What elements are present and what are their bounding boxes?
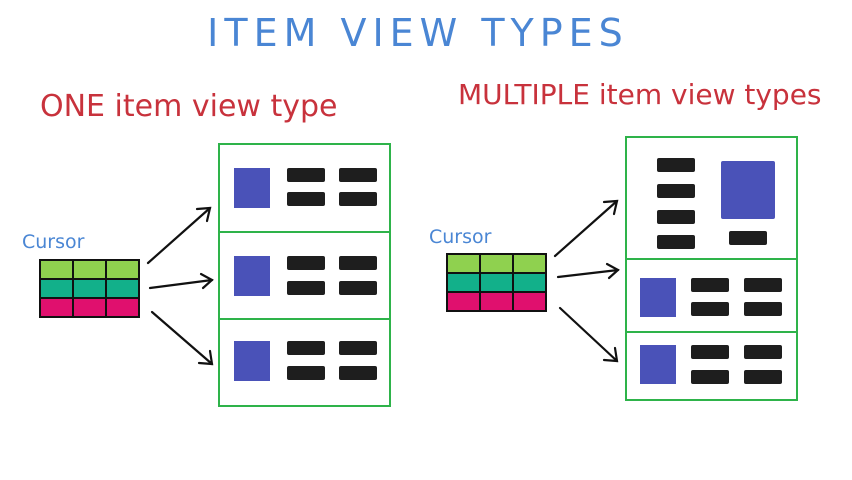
text-block	[339, 366, 377, 380]
left-arrow-bottom	[150, 310, 214, 366]
right-arrow-top	[553, 199, 619, 258]
diagram-title: ITEM VIEW TYPES	[207, 11, 629, 55]
text-block	[657, 235, 695, 249]
left-list-item-3	[234, 341, 377, 381]
left-cursor-table	[39, 259, 140, 318]
text-block	[657, 158, 695, 172]
text-block	[729, 231, 767, 245]
text-block	[287, 256, 325, 270]
text-block	[657, 210, 695, 224]
text-block	[287, 281, 325, 295]
left-arrows	[146, 206, 214, 366]
left-list	[218, 143, 391, 407]
right-list-item-2	[640, 278, 782, 317]
text-block	[339, 341, 377, 355]
thumbnail-image	[640, 278, 676, 317]
text-block	[339, 192, 377, 206]
right-cursor-label: Cursor	[429, 226, 492, 248]
left-cursor-label: Cursor	[22, 231, 85, 253]
right-arrow-bottom	[558, 306, 619, 363]
text-block	[744, 302, 782, 316]
thumbnail-image	[234, 168, 270, 208]
text-block	[744, 278, 782, 292]
text-block	[339, 281, 377, 295]
text-block	[287, 192, 325, 206]
thumbnail-image	[234, 341, 270, 381]
left-list-item-1	[234, 168, 377, 208]
right-arrows	[553, 199, 620, 363]
text-block	[339, 256, 377, 270]
text-block	[744, 345, 782, 359]
text-block	[691, 302, 729, 316]
right-list	[625, 136, 798, 401]
thumbnail-image	[640, 345, 676, 384]
text-block	[287, 341, 325, 355]
left-list-item-2	[234, 256, 377, 296]
text-block	[339, 168, 377, 182]
right-arrow-middle	[556, 262, 620, 280]
text-block	[691, 370, 729, 384]
right-list-item-3	[640, 345, 782, 384]
text-block	[691, 345, 729, 359]
thumbnail-image	[234, 256, 270, 296]
left-heading: ONE item view type	[40, 89, 338, 124]
large-image	[721, 161, 775, 219]
right-cursor-table	[446, 253, 547, 312]
text-block	[691, 278, 729, 292]
text-block	[657, 184, 695, 198]
left-arrow-middle	[148, 272, 214, 290]
right-heading: MULTIPLE item view types	[458, 78, 822, 111]
right-list-item-large	[657, 158, 775, 249]
text-block	[287, 168, 325, 182]
text-block	[287, 366, 325, 380]
text-block	[744, 370, 782, 384]
left-arrow-top	[146, 206, 212, 265]
